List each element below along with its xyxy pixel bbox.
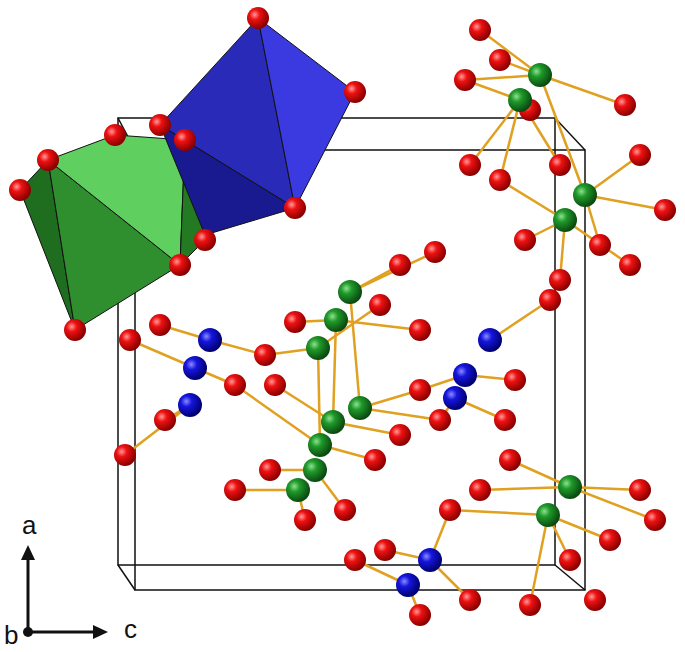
blue-atoms	[178, 328, 502, 597]
red-atoms	[9, 7, 676, 626]
axis-label: b	[4, 622, 18, 648]
bonds	[125, 30, 665, 615]
green-atoms	[286, 63, 597, 527]
axis-arrows	[21, 545, 108, 639]
axis-label: c	[124, 616, 137, 642]
polyhedra	[20, 18, 355, 330]
axis-label: a	[22, 512, 36, 538]
unit-cell	[118, 118, 585, 590]
